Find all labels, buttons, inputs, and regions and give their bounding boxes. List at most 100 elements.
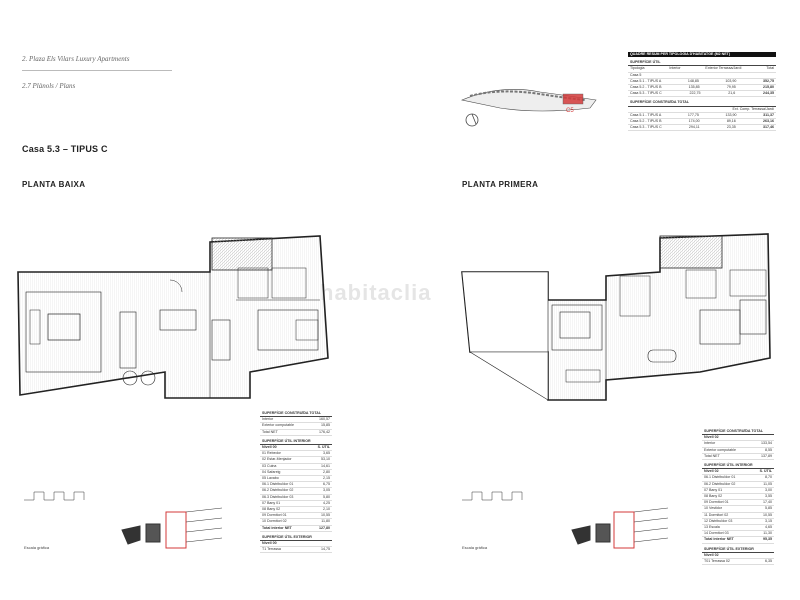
row-value: 11,80	[321, 519, 330, 524]
row-value: 8,55	[765, 447, 772, 452]
row-value: 11,05	[763, 481, 772, 486]
ground-floor-plan	[17, 235, 329, 399]
row-b: 103,90	[725, 78, 737, 83]
row-a: 135,85	[688, 85, 700, 90]
row-c: 311,37	[763, 112, 774, 117]
row-b: 23,35	[726, 125, 736, 130]
row-name: Casa 5.3 - TIPUS C	[630, 125, 662, 130]
summary-group: Tipologia	[630, 66, 645, 71]
row-name: 12 Distribuïdor 03	[704, 518, 733, 523]
row-name: 06.1 Distribuïdor 01	[704, 475, 736, 480]
row-name: Casa 5.2 - TIPUS B	[630, 119, 662, 124]
row-a: 148,85	[687, 78, 699, 83]
row-value: 10,55	[321, 513, 330, 518]
row-value: 3,05	[323, 488, 330, 493]
row-name: 10 Vestidor	[704, 506, 722, 511]
summary-sec1: SUPERFÍCIE ÚTIL	[628, 60, 776, 67]
row-b: 79,95	[726, 85, 736, 90]
row-name: 13 Escala	[704, 525, 720, 530]
row-name: Casa 5.3 - TIPUS C	[630, 91, 662, 96]
first-floor-title: PLANTA PRIMERA	[462, 180, 539, 189]
table-row: Exterior computable 15,85	[260, 423, 332, 430]
row-b: 133,90	[725, 112, 737, 117]
row-value: 17,40	[763, 500, 772, 505]
row-name: Exterior computable	[262, 423, 294, 428]
row-value: 6,35	[765, 559, 772, 564]
row-c: 244,35	[763, 91, 774, 96]
row-name: 10 Dormitori 02	[262, 519, 287, 524]
row-b: 89,16	[726, 119, 736, 124]
row-name: Total NET	[262, 429, 278, 434]
summary-table-title: QUADRE RESUM PER TIPOLOGIA D'HABITATGE (…	[628, 52, 776, 58]
row-value: 3,55	[765, 494, 772, 499]
summary-col-head2: Ext. Comp. Terrassa/Jardí	[628, 107, 776, 113]
row-value: 14,61	[321, 463, 330, 468]
row-a: 222,75	[689, 91, 701, 96]
first-floor-plan	[461, 233, 771, 401]
table-head: Nivell 00	[260, 541, 332, 548]
row-name: 01 Rebedor	[262, 451, 281, 456]
summary-col-a: Interior	[669, 66, 681, 71]
row-value: 2,80	[323, 469, 330, 474]
table-row: T01 Terrassa 02 6,35	[702, 559, 774, 566]
row-value: 14,75	[321, 547, 330, 552]
row-c: 263,16	[762, 119, 774, 124]
row-value: 137,89	[761, 453, 772, 458]
row-name: 07 Bany 01	[704, 487, 723, 492]
total-label: Total interior NET	[262, 525, 292, 530]
table-head: Nivell 02	[702, 435, 774, 442]
table-row: 09 Dormitori 01 10,55	[260, 513, 332, 520]
total-label: Total interior NET	[704, 537, 734, 542]
row-name: 08 Bany 02	[262, 507, 281, 512]
table-row: 10 Dormitori 02 11,80	[260, 519, 332, 526]
summary-col-b: Exterior Terrassa/Jardí	[705, 66, 742, 71]
first-scale-label: Escala gràfica	[462, 545, 488, 550]
first-sec1: SUPERFÍCIE CONSTRUÏDA TOTAL	[702, 429, 774, 436]
row-name: T01 Terrassa 02	[704, 559, 730, 564]
summary-subgroup: Casa 5	[628, 73, 776, 79]
row-value: 133,54	[761, 441, 772, 446]
head-level: Nivell 02	[704, 552, 719, 557]
table-row: Exterior computable 8,55	[702, 448, 774, 454]
row-value: 2,10	[323, 507, 330, 512]
table-head: Nivell 02	[702, 552, 774, 560]
row-value: 10,55	[763, 512, 772, 517]
row-value: 3,65	[323, 451, 330, 456]
head-value: S. ÚTIL	[759, 469, 772, 474]
location-label: C5	[566, 108, 574, 114]
row-value: 160,57	[319, 417, 330, 422]
row-name: Exterior computable	[704, 447, 736, 452]
row-name: Casa 5.1 - TIPUS A	[630, 78, 662, 83]
header-divider	[22, 70, 172, 71]
row-name: 09 Dormitori 01	[262, 513, 287, 518]
ground-key-plan	[24, 491, 223, 549]
table-row: 01 Rebedor 3,65	[260, 451, 332, 458]
row-name: 14 Dormitori 03	[704, 531, 729, 536]
row-value: 15,85	[321, 423, 330, 428]
summary-subgroup-label: Casa 5	[630, 72, 642, 77]
row-value: 8,70	[765, 475, 772, 480]
row-value: 4,25	[323, 500, 330, 505]
